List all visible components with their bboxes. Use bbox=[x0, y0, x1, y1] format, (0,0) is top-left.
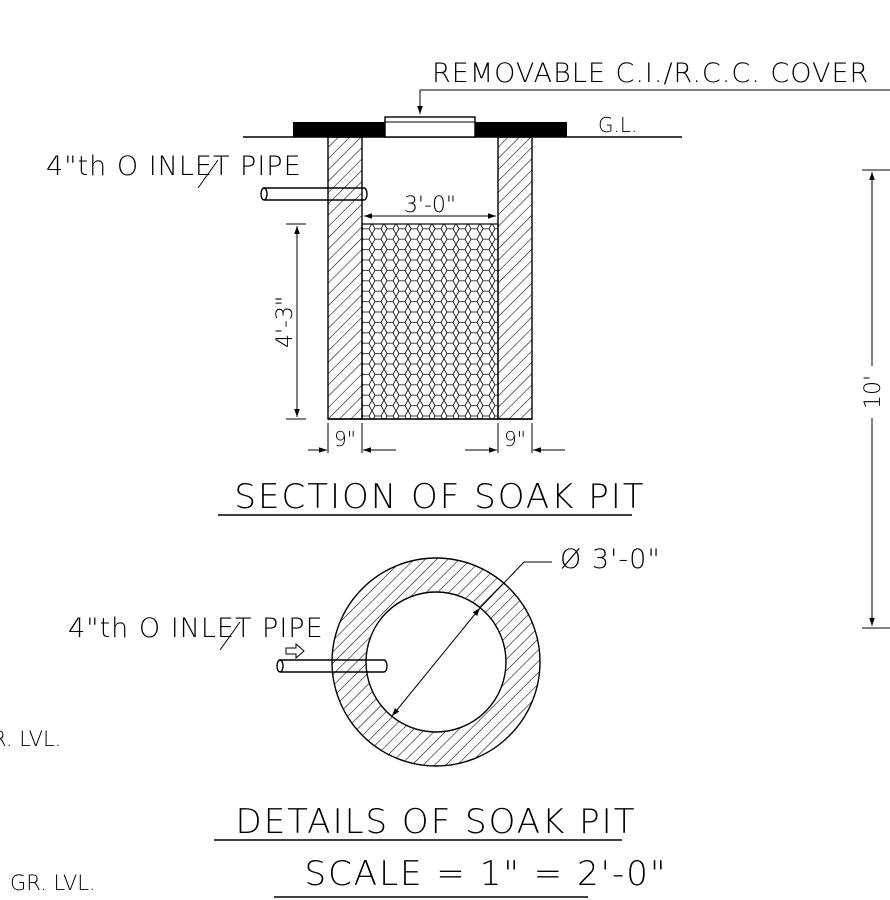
flow-arrow-icon bbox=[285, 642, 305, 660]
removable-cover bbox=[384, 116, 476, 138]
inlet-label-slash bbox=[197, 159, 219, 189]
wall-left-dim-label: 9" bbox=[334, 427, 356, 451]
plan-inlet-pipe-end bbox=[276, 659, 284, 673]
plan-inlet-label: 4"th O INLET PIPE bbox=[68, 613, 324, 644]
height-dimension-group: 10' bbox=[860, 169, 890, 629]
level-lower-label: GR. LVL. bbox=[10, 871, 96, 895]
diameter-dim-label: Ø 3'-0" bbox=[560, 544, 661, 575]
cover-slab-right bbox=[475, 122, 567, 137]
plan-inlet-label-slash bbox=[219, 621, 241, 651]
height-dim-gap bbox=[860, 366, 884, 418]
depth-dim-label: 4'-3" bbox=[273, 296, 298, 348]
diameter-dimension bbox=[391, 607, 481, 717]
level-upper-label: R. LVL. bbox=[0, 727, 61, 751]
section-view: REMOVABLE C.I./R.C.C. COVER G.L. 4"th O … bbox=[46, 58, 890, 517]
wall-right-dim-label: 9" bbox=[504, 427, 526, 451]
inlet-pipe-end bbox=[260, 187, 268, 201]
plan-view: Ø 3'-0" 4"th O INLET PIPE DETAILS OF SOA… bbox=[68, 544, 667, 898]
section-inlet-label: 4"th O INLET PIPE bbox=[46, 151, 302, 182]
plan-inlet-pipe bbox=[280, 659, 388, 673]
left-wall bbox=[327, 136, 363, 420]
inlet-pipe bbox=[264, 187, 368, 201]
scale-label: SCALE = 1" = 2'-0" bbox=[304, 854, 667, 894]
section-title: SECTION OF SOAK PIT bbox=[234, 477, 645, 517]
diameter-leader bbox=[479, 561, 525, 609]
height-dim-label: 10' bbox=[861, 375, 886, 409]
right-wall bbox=[497, 136, 533, 420]
soak-pit-filling bbox=[361, 223, 499, 420]
cover-slab-left bbox=[293, 122, 385, 137]
plan-title: DETAILS OF SOAK PIT bbox=[236, 802, 637, 842]
width-dim-label: 3'-0" bbox=[404, 193, 456, 218]
ground-label: G.L. bbox=[598, 113, 637, 137]
cover-label: REMOVABLE C.I./R.C.C. COVER bbox=[432, 58, 869, 89]
